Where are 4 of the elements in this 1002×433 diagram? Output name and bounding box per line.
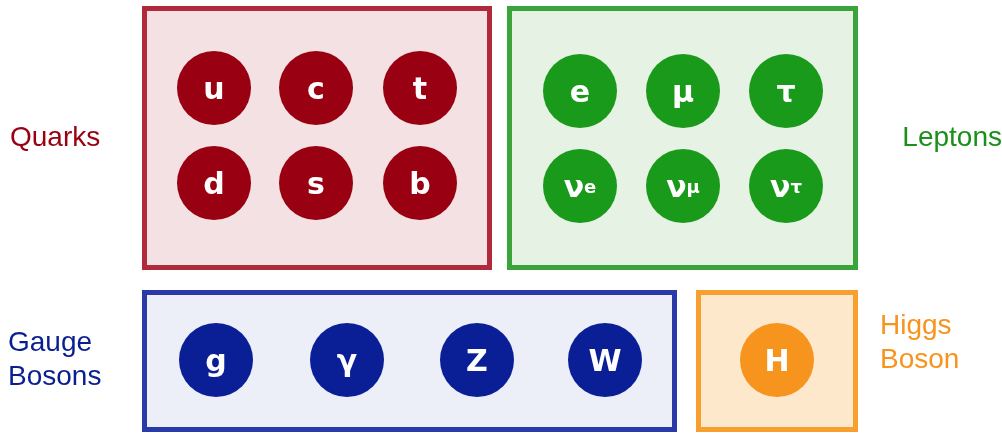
group-heading: Gauge Bosons (8, 325, 103, 393)
group-heading: Higgs Boson (880, 308, 961, 376)
group-heading: Leptons (901, 120, 1002, 154)
group-heading: Quarks (10, 120, 102, 154)
